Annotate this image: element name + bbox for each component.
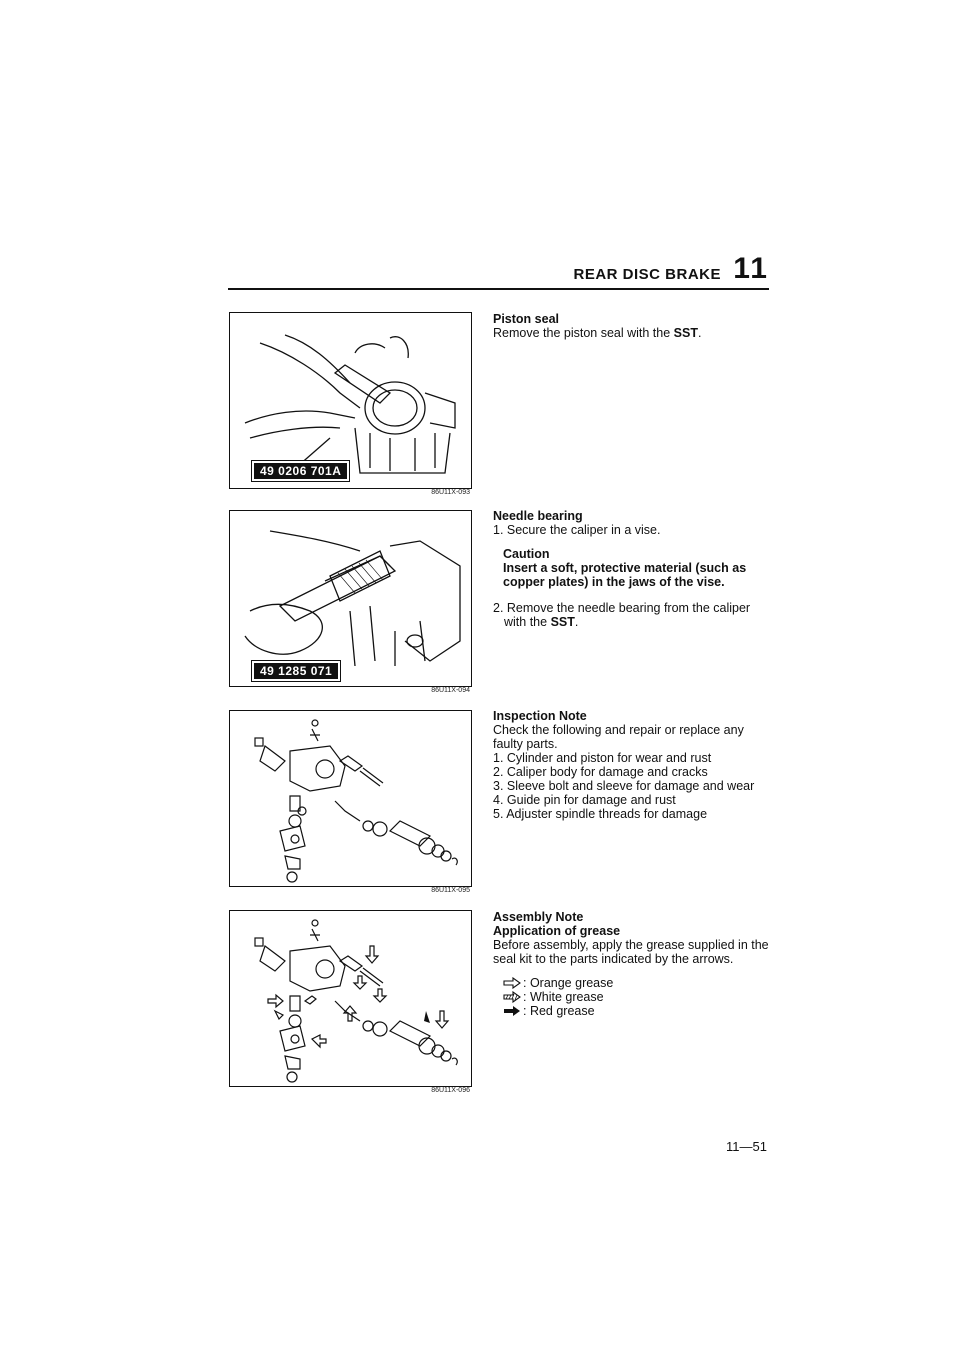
tool-label: 49 1285 071 xyxy=(250,660,342,682)
inspection-item: 2. Caliper body for damage and cracks xyxy=(493,765,708,779)
outline-arrow-icon xyxy=(503,977,521,989)
step-1: 1. Secure the caliper in a vise. xyxy=(493,523,661,537)
figure-code: 86U11X-093 xyxy=(431,489,470,496)
section-heading: Inspection Note xyxy=(493,709,587,723)
section-title: REAR DISC BRAKE xyxy=(573,266,721,283)
inspection-item: 1. Cylinder and piston for wear and rust xyxy=(493,751,712,765)
section-heading: Needle bearing xyxy=(493,509,583,523)
figure-needle-bearing: 49 1285 071 xyxy=(229,510,472,687)
tool-label: 49 0206 701A xyxy=(250,460,351,482)
caution-title: Caution xyxy=(503,547,550,561)
figure-exploded-view xyxy=(229,710,472,887)
legend-label: : Red grease xyxy=(523,1004,595,1018)
section-heading: Piston seal xyxy=(493,312,559,326)
needle-bearing-illustration xyxy=(244,530,461,667)
legend-label: : White grease xyxy=(523,990,604,1004)
assembly-section: Assembly Note Application of grease Befo… xyxy=(493,910,775,1018)
inspection-intro: Check the following and repair or replac… xyxy=(493,723,744,751)
section-heading: Assembly Note xyxy=(493,910,584,924)
assembly-text: Before assembly, apply the grease suppli… xyxy=(493,938,769,966)
needle-bearing-section: Needle bearing 1. Secure the caliper in … xyxy=(493,509,775,629)
legend-row-red: : Red grease xyxy=(503,1004,775,1018)
solid-arrow-icon xyxy=(504,1006,520,1016)
figure-code: 86U11X-095 xyxy=(431,887,470,894)
inspection-item: 5. Adjuster spindle threads for damage xyxy=(493,807,708,821)
legend-row-orange: : Orange grease xyxy=(503,976,775,990)
inspection-item: 4. Guide pin for damage and rust xyxy=(493,793,676,807)
caution-box: Caution Insert a soft, protective materi… xyxy=(493,547,775,589)
figure-code: 86U11X-096 xyxy=(431,1087,470,1094)
chapter-number: 11 xyxy=(733,252,769,285)
figure-grease-points xyxy=(229,910,472,1087)
inspection-section: Inspection Note Check the following and … xyxy=(493,709,775,821)
legend-label: : Orange grease xyxy=(523,976,614,990)
grease-legend: : Orange grease : White grease : Red gre… xyxy=(493,976,775,1018)
section-subheading: Application of grease xyxy=(493,924,621,938)
figure-code: 86U11X-094 xyxy=(431,687,470,694)
inspection-item: 3. Sleeve bolt and sleeve for damage and… xyxy=(493,779,755,793)
page-number: 11—51 xyxy=(726,1139,767,1154)
step-2: 2. Remove the needle bearing from the ca… xyxy=(493,601,751,629)
caution-body: Insert a soft, protective material (such… xyxy=(503,561,747,589)
hatched-arrow-icon xyxy=(503,991,521,1003)
caliper-exploded-illustration xyxy=(254,719,458,883)
page-header: REAR DISC BRAKE 11 xyxy=(228,250,769,290)
legend-row-white: : White grease xyxy=(503,990,775,1004)
piston-seal-section: Piston seal Remove the piston seal with … xyxy=(493,312,775,340)
figure-piston-seal: 49 0206 701A xyxy=(229,312,472,489)
instruction-text: Remove the piston seal with the SST. xyxy=(493,326,702,340)
grease-points-illustration xyxy=(254,919,458,1083)
